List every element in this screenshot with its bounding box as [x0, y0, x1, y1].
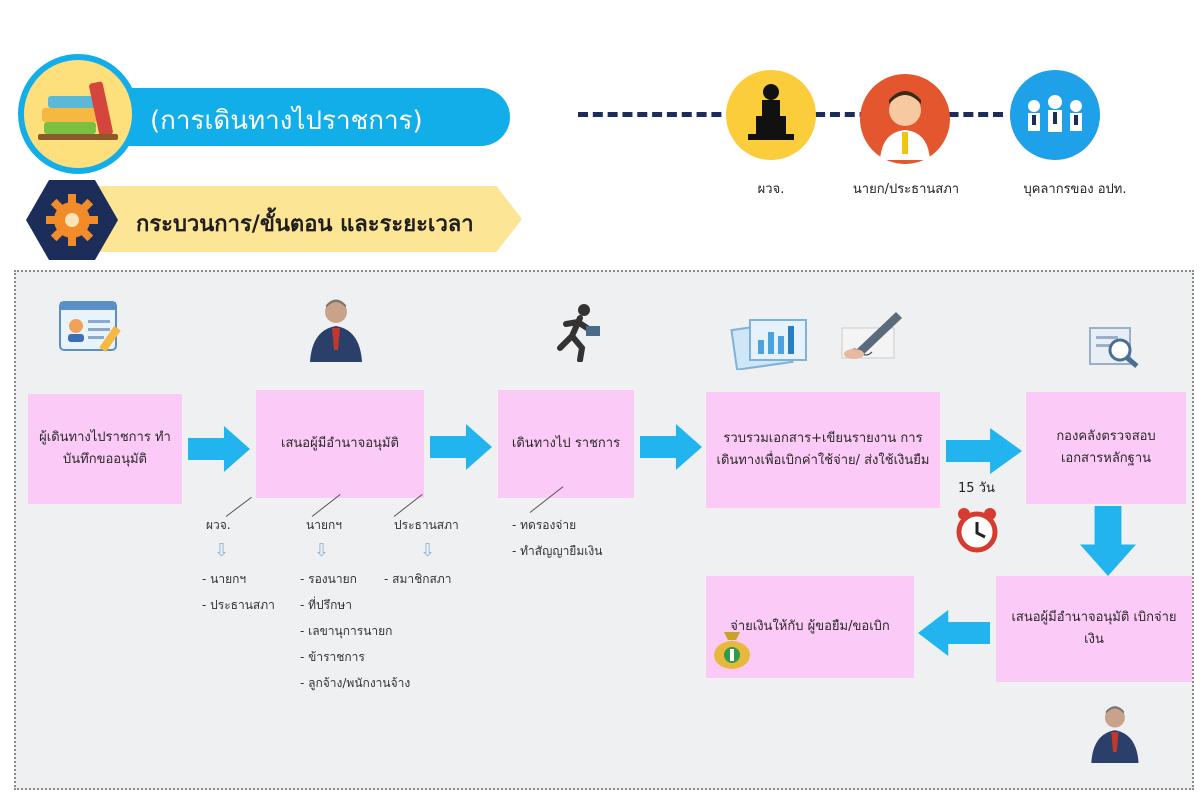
id-card-document-icon: [56, 296, 126, 362]
businessman-icon: [302, 294, 368, 368]
staff-group-icon: [1010, 70, 1100, 160]
step-label: กองคลังตรวจสอบ เอกสารหลักฐาน: [1056, 429, 1156, 466]
approver-item: - นายกฯ: [202, 572, 247, 586]
approver-item: - ที่ปรึกษา: [300, 598, 353, 612]
step-request-approval: ผู้เดินทางไปราชการ ทำบันทึกขออนุมัติ: [28, 394, 182, 504]
step-label: จ่ายเงินให้กับ ผู้ขอยืม/ขอเบิก: [730, 619, 890, 634]
page-title: (การเดินทางไปราชการ): [150, 106, 423, 136]
down-arrow-icon: ⇩: [314, 540, 330, 561]
businessman-icon: [1084, 700, 1144, 770]
documents-chart-icon: [728, 306, 814, 374]
approver-item: - เลขานุการนายก: [300, 624, 393, 638]
step-submit-approver: เสนอผู้มีอำนาจอนุมัติ: [256, 390, 424, 498]
books-icon: [18, 54, 138, 174]
title-banner: [88, 88, 510, 146]
down-arrow-icon: ⇩: [420, 540, 436, 561]
running-person-icon: [544, 300, 610, 366]
approver-item: - รองนายก: [300, 572, 357, 586]
timer-label: 15 วัน: [958, 481, 995, 496]
money-bag-icon: [710, 624, 754, 674]
approver-item: - สมาชิกสภา: [384, 572, 452, 586]
step-label: เดินทางไป ราชการ: [511, 436, 621, 451]
step-label: เสนอผู้มีอำนาจอนุมัติ เบิกจ่ายเงิน: [1011, 610, 1177, 647]
down-arrow-icon: ⇩: [214, 540, 230, 561]
step-finance-check: กองคลังตรวจสอบ เอกสารหลักฐาน: [1026, 392, 1186, 504]
approver-mayor-title: นายกฯ: [306, 518, 342, 532]
step-label: รวบรวมเอกสาร+เขียนรายงาน การเดินทางเพื่อ…: [716, 431, 930, 468]
actor-label-mayor: นายก/ประธานสภา: [852, 182, 960, 197]
travel-note: - ทดรองจ่าย: [512, 518, 577, 532]
gear-icon: [26, 180, 118, 260]
step-approve-payment: เสนอผู้มีอำนาจอนุมัติ เบิกจ่ายเงิน: [996, 576, 1192, 682]
approver-item: - ข้าราชการ: [300, 650, 365, 664]
approver-item: - ลูกจ้าง/พนักงานจ้าง: [300, 676, 411, 690]
step-compile-documents: รวบรวมเอกสาร+เขียนรายงาน การเดินทางเพื่อ…: [706, 392, 940, 508]
official-person-icon: [860, 74, 950, 164]
actor-label-governor: ผวจ.: [757, 182, 785, 197]
step-label: ผู้เดินทางไปราชการ ทำบันทึกขออนุมัติ: [39, 430, 171, 467]
podium-speaker-icon: [726, 70, 816, 160]
alarm-clock-icon: [952, 504, 1002, 558]
travel-note: - ทำสัญญายืมเงิน: [512, 544, 603, 558]
step-label: เสนอผู้มีอำนาจอนุมัติ: [281, 436, 399, 451]
document-magnifier-icon: [1086, 324, 1144, 376]
subtitle-banner: [96, 186, 522, 252]
approver-item: - ประธานสภา: [202, 598, 275, 612]
approver-council-title: ประธานสภา: [394, 518, 459, 532]
approver-governor-title: ผวจ.: [206, 518, 231, 532]
pen-writing-icon: [836, 306, 906, 368]
step-travel: เดินทางไป ราชการ: [498, 390, 634, 498]
page-subtitle: กระบวนการ/ขั้นตอน และระยะเวลา: [136, 212, 474, 237]
actor-label-staff: บุคลากรของ อปท.: [1023, 182, 1127, 197]
